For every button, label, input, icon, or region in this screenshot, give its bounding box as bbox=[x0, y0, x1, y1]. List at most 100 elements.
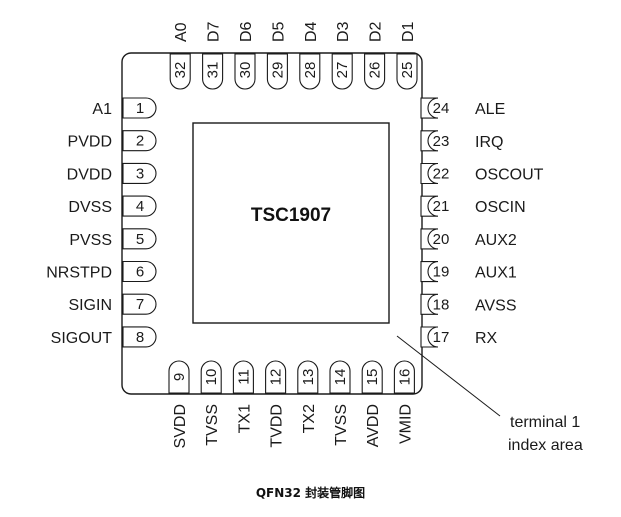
pin-pad bbox=[420, 228, 439, 250]
pin-23: 23 IRQ bbox=[420, 130, 503, 152]
pin-name: D7 bbox=[206, 21, 223, 42]
pin-pad bbox=[396, 53, 418, 90]
pin-3: 3 DVDD bbox=[67, 162, 157, 184]
pin-name: A0 bbox=[173, 22, 190, 42]
pin-number: 16 bbox=[396, 369, 413, 386]
pin-number: 13 bbox=[300, 369, 317, 386]
pin-pad bbox=[122, 195, 157, 217]
pin-pad bbox=[420, 97, 439, 119]
pin-name: TX2 bbox=[301, 404, 318, 433]
pin-name: TVSS bbox=[333, 404, 350, 446]
pin-number: 3 bbox=[136, 165, 144, 182]
pin-pad bbox=[232, 360, 254, 394]
pin-number: 8 bbox=[136, 329, 144, 346]
pin-25: 25 D1 bbox=[396, 21, 418, 90]
pin-pad bbox=[122, 260, 157, 283]
pin-name: SIGOUT bbox=[51, 330, 113, 347]
pin-number: 22 bbox=[433, 166, 450, 183]
index-area-pointer bbox=[396, 335, 501, 417]
pin-pad bbox=[122, 162, 157, 184]
pin-name: RX bbox=[475, 330, 498, 347]
pin-number: 31 bbox=[205, 62, 222, 79]
pin-number: 9 bbox=[171, 373, 188, 381]
pin-name: D4 bbox=[303, 21, 320, 42]
index-note-line2: index area bbox=[508, 437, 583, 454]
pin-name: PVSS bbox=[69, 232, 112, 249]
pin-5: 5 PVSS bbox=[69, 228, 157, 250]
pin-name: TVSS bbox=[204, 404, 221, 446]
pin-pad bbox=[420, 293, 439, 315]
pin-name: OSCOUT bbox=[475, 167, 544, 184]
pin-number: 2 bbox=[136, 133, 144, 150]
pin-number: 5 bbox=[136, 231, 144, 248]
pin-number: 10 bbox=[203, 369, 220, 386]
pin-pad bbox=[361, 360, 383, 394]
pin-name: D5 bbox=[270, 21, 287, 42]
pin-pad bbox=[420, 130, 439, 152]
pin-pad bbox=[297, 360, 319, 394]
pin-31: 31 D7 bbox=[202, 21, 224, 90]
pin-pad bbox=[122, 97, 157, 119]
diagram-caption: QFN32 封装管脚图 bbox=[255, 486, 366, 500]
pin-number: 27 bbox=[334, 62, 351, 79]
pin-number: 18 bbox=[433, 296, 450, 313]
chip-label: TSC1907 bbox=[251, 205, 331, 226]
pin-number: 32 bbox=[172, 62, 189, 79]
pin-2: 2 PVDD bbox=[68, 130, 157, 152]
pin-number: 6 bbox=[136, 264, 144, 281]
pin-name: DVSS bbox=[68, 199, 112, 216]
pin-pad bbox=[122, 228, 157, 250]
pin-name: AUX1 bbox=[475, 265, 517, 282]
pin-number: 14 bbox=[332, 369, 349, 386]
pin-number: 25 bbox=[399, 62, 416, 79]
pin-name: AUX2 bbox=[475, 232, 517, 249]
pin-4: 4 DVSS bbox=[68, 195, 157, 217]
pin-pad bbox=[168, 360, 190, 394]
pin-name: D1 bbox=[400, 21, 417, 42]
pin-name: AVDD bbox=[365, 404, 382, 447]
pin-name: ALE bbox=[475, 101, 505, 118]
qfn32-pinout-diagram: TSC1907 1A12PVDD3DVDD4DVSS5PVSS6NRSTPD7S… bbox=[46, 21, 583, 454]
pin-pad bbox=[122, 293, 157, 315]
pin-number: 12 bbox=[268, 369, 285, 386]
pin-28: 28 D4 bbox=[299, 21, 321, 90]
pin-pad bbox=[122, 130, 157, 152]
pin-pad bbox=[299, 53, 321, 90]
pin-8: 8 SIGOUT bbox=[51, 326, 157, 348]
pin-name: D3 bbox=[335, 21, 352, 42]
pin-pad bbox=[329, 360, 351, 394]
pin-pad bbox=[393, 360, 415, 394]
pin-name: NRSTPD bbox=[46, 265, 112, 282]
pin-name: TX1 bbox=[236, 404, 253, 433]
pin-6: 6 NRSTPD bbox=[46, 260, 157, 283]
pin-name: OSCIN bbox=[475, 199, 526, 216]
pin-number: 26 bbox=[367, 62, 384, 79]
pin-pad bbox=[169, 53, 191, 90]
pin-number: 7 bbox=[136, 296, 144, 313]
pin-number: 28 bbox=[302, 62, 319, 79]
pin-name: IRQ bbox=[475, 134, 503, 151]
pin-pad bbox=[420, 261, 439, 283]
pin-number: 29 bbox=[269, 62, 286, 79]
pin-number: 4 bbox=[136, 198, 144, 215]
pin-pad bbox=[265, 360, 287, 394]
pin-name: DVDD bbox=[67, 166, 112, 183]
pin-pad bbox=[420, 195, 439, 217]
pin-pad bbox=[200, 360, 222, 394]
pin-pad bbox=[331, 53, 353, 90]
pin-number: 23 bbox=[433, 133, 450, 150]
pin-number: 17 bbox=[433, 329, 450, 346]
pin-name: PVDD bbox=[68, 134, 112, 151]
pin-17: 17 RX bbox=[420, 326, 498, 348]
